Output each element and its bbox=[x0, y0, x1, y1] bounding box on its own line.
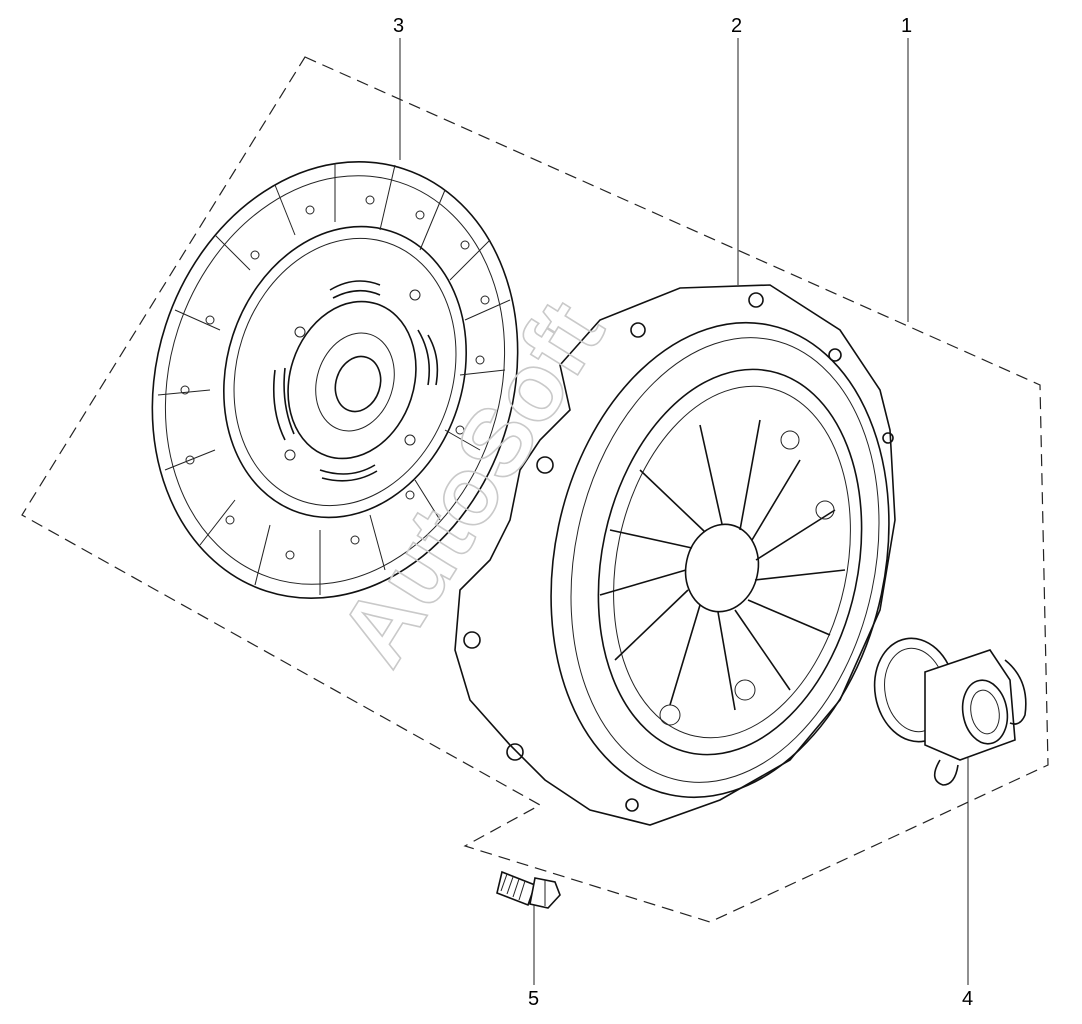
callouts: 1 2 3 4 5 bbox=[393, 15, 973, 1010]
callout-5: 5 bbox=[528, 988, 539, 1010]
leader-lines bbox=[399, 38, 969, 985]
release-bearing bbox=[873, 637, 1027, 786]
callout-2: 2 bbox=[731, 15, 742, 37]
callout-3: 3 bbox=[393, 15, 404, 37]
kit-boundary bbox=[21, 56, 1049, 923]
callout-4: 4 bbox=[962, 988, 973, 1010]
friction-segments bbox=[157, 163, 511, 595]
damper-springs bbox=[272, 280, 439, 482]
callout-1: 1 bbox=[901, 15, 912, 37]
plate-mounting-holes bbox=[463, 292, 894, 812]
disc-rivets bbox=[180, 195, 490, 560]
mounting-bolt bbox=[496, 870, 561, 909]
clutch-pressure-plate bbox=[454, 284, 896, 826]
clutch-disc bbox=[151, 161, 519, 599]
